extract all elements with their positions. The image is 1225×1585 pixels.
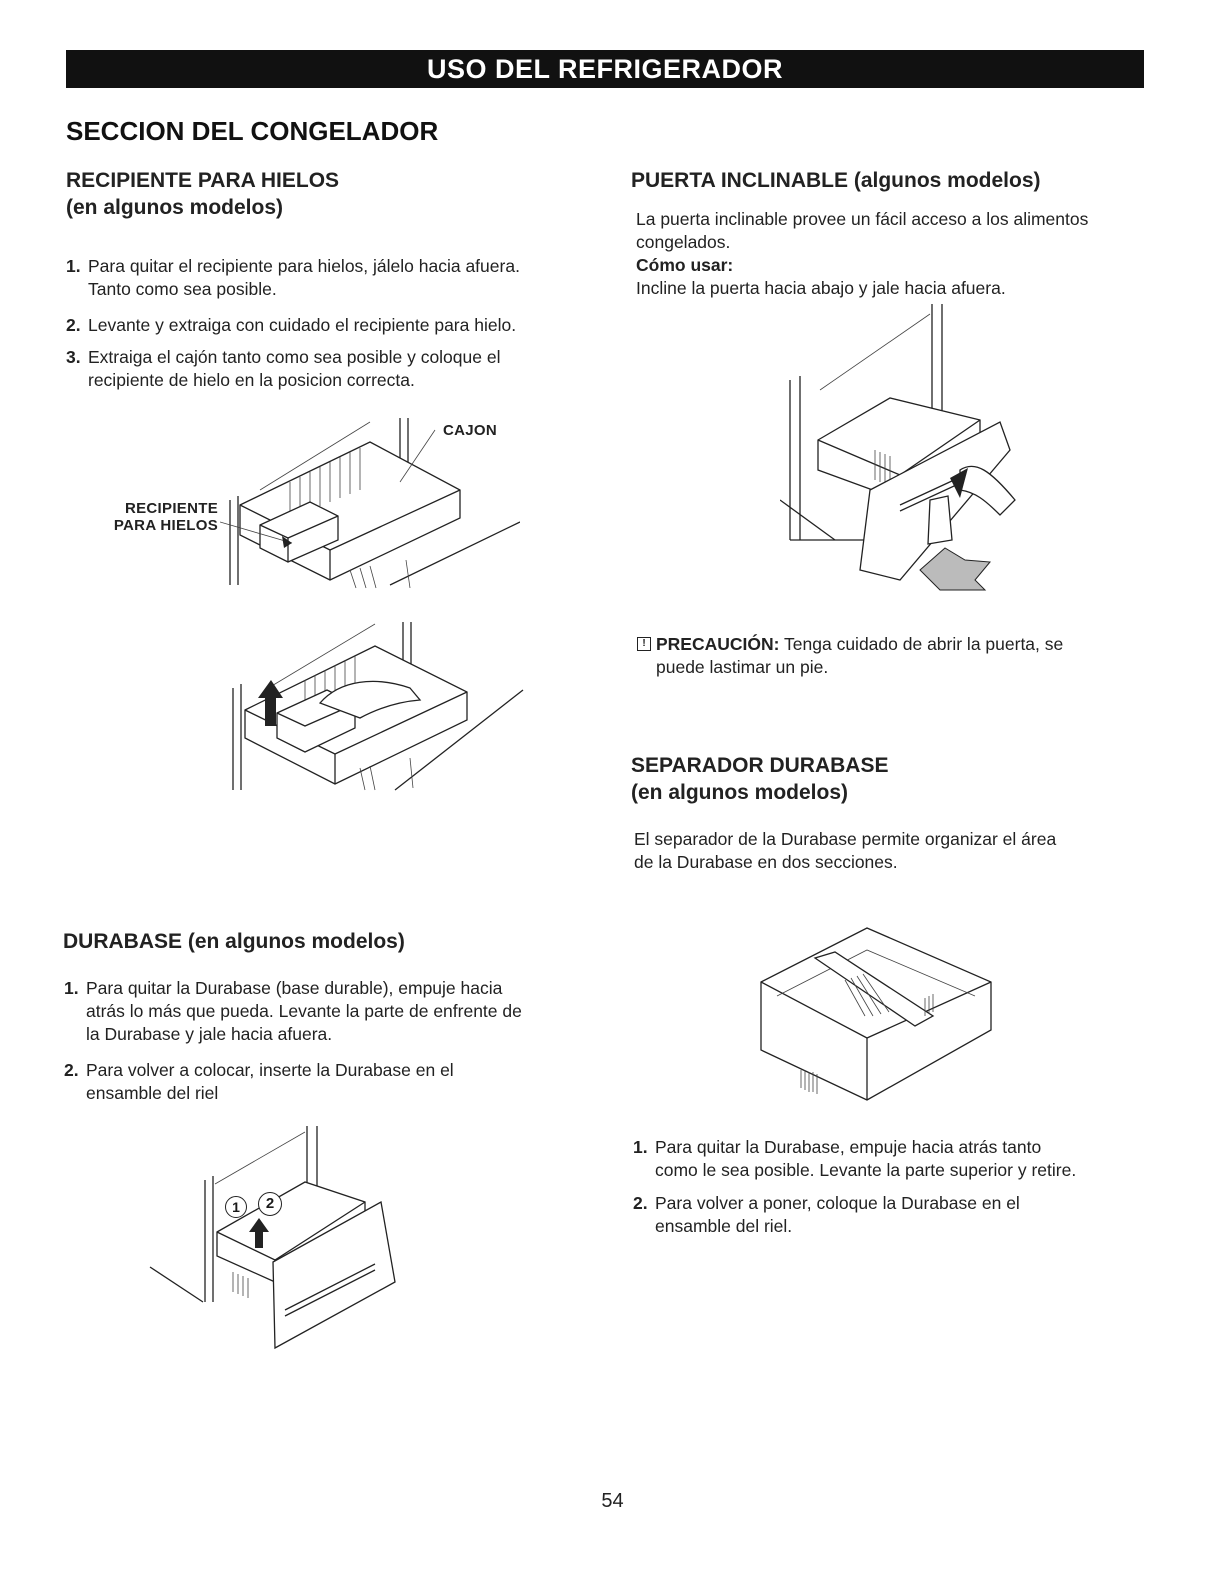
ice-bin-title-line1: RECIPIENTE PARA HIELOS bbox=[66, 169, 340, 192]
separator-desc-line1: El separador de la Durabase permite orga… bbox=[634, 829, 1057, 849]
header-banner: USO DEL REFRIGERADOR bbox=[66, 50, 1144, 88]
separator-step-2: 2. Para volver a poner, coloque la Duraba… bbox=[633, 1192, 1175, 1238]
caution-text-line1: Tenga cuidado de abrir la puerta, se bbox=[784, 634, 1064, 654]
how-to-use-text: Incline la puerta hacia abajo y jale hac… bbox=[636, 278, 1006, 298]
step-text: Extraiga el cajón tanto como sea posible… bbox=[88, 347, 501, 367]
durabase-title: DURABASE (en algunos modelos) bbox=[63, 930, 405, 953]
page-number: 54 bbox=[601, 1490, 624, 1512]
ice-bin-step-2: 2. Levante y extraiga con cuidado el reci… bbox=[66, 314, 608, 337]
caution-text-line2: puede lastimar un pie. bbox=[656, 657, 829, 677]
step-text: Tanto como sea posible. bbox=[88, 279, 277, 299]
step-text: Para volver a colocar, inserte la Duraba… bbox=[86, 1060, 454, 1080]
separator-title: SEPARADOR DURABASE (en algunos modelos) bbox=[631, 752, 888, 806]
durabase-illustration bbox=[149, 1126, 396, 1350]
step-text: Levante y extraiga con cuidado el recipi… bbox=[88, 315, 517, 335]
caution-icon: ! bbox=[637, 637, 651, 651]
separator-illustration bbox=[760, 927, 992, 1101]
marker-2: 2 bbox=[258, 1192, 282, 1216]
tilt-door-desc-line2: congelados. bbox=[636, 232, 731, 252]
ice-bin-title: RECIPIENTE PARA HIELOS (en algunos model… bbox=[66, 167, 339, 221]
step-text: recipiente de hielo en la posicion corre… bbox=[88, 370, 415, 390]
tilt-door-illustration bbox=[780, 304, 1016, 591]
step-text: ensamble del riel. bbox=[655, 1216, 793, 1236]
step-number: 3. bbox=[66, 347, 81, 367]
label-ice-bin-line1: RECIPIENTE bbox=[124, 500, 218, 517]
step-number: 1. bbox=[64, 978, 79, 998]
step-number: 1. bbox=[66, 256, 81, 276]
ice-bin-step-3: 3. Extraiga el cajón tanto como sea posib… bbox=[66, 346, 608, 392]
durabase-step-2: 2. Para volver a colocar, inserte la Dura… bbox=[64, 1059, 616, 1105]
separator-title-line1: SEPARADOR DURABASE bbox=[631, 754, 889, 777]
step-number: 2. bbox=[633, 1193, 648, 1213]
how-to-use-label: Cómo usar: bbox=[636, 255, 734, 275]
step-text: Para quitar la Durabase (base durable), … bbox=[86, 978, 503, 998]
caution-note: PRECAUCIÓN: Tenga cuidado de abrir la pu… bbox=[656, 633, 1176, 679]
step-text: Para volver a poner, coloque la Durabase… bbox=[655, 1193, 1020, 1213]
ice-bin-lift-illustration bbox=[232, 622, 524, 791]
separator-step-1: 1. Para quitar la Durabase, empuje hacia … bbox=[633, 1136, 1175, 1182]
ice-bin-drawer-illustration bbox=[220, 418, 520, 589]
section-title: SECCION DEL CONGELADOR bbox=[66, 116, 439, 146]
durabase-step-1: 1. Para quitar la Durabase (base durable)… bbox=[64, 977, 616, 1046]
caution-label: PRECAUCIÓN: bbox=[656, 634, 780, 654]
separator-description: El separador de la Durabase permite orga… bbox=[634, 828, 1174, 874]
label-ice-bin-line2: PARA HIELOS bbox=[113, 517, 218, 534]
separator-desc-line2: de la Durabase en dos secciones. bbox=[634, 852, 898, 872]
label-ice-bin: RECIPIENTE PARA HIELOS bbox=[106, 500, 218, 534]
step-text: como le sea posible. Levante la parte su… bbox=[655, 1160, 1077, 1180]
step-number: 2. bbox=[66, 315, 81, 335]
ice-bin-title-line2: (en algunos modelos) bbox=[66, 196, 284, 219]
ice-bin-step-1: 1. Para quitar el recipiente para hielos,… bbox=[66, 255, 608, 301]
step-text: ensamble del riel bbox=[86, 1083, 219, 1103]
label-drawer: CAJON bbox=[443, 422, 498, 439]
marker-1: 1 bbox=[225, 1196, 247, 1218]
separator-title-line2: (en algunos modelos) bbox=[631, 781, 849, 804]
tilt-door-title: PUERTA INCLINABLE (algunos modelos) bbox=[631, 169, 1041, 192]
step-number: 1. bbox=[633, 1137, 648, 1157]
step-text: la Durabase y jale hacia afuera. bbox=[86, 1024, 333, 1044]
tilt-door-description: La puerta inclinable provee un fácil acc… bbox=[636, 208, 1176, 300]
step-text: Para quitar la Durabase, empuje hacia at… bbox=[655, 1137, 1042, 1157]
step-text: Para quitar el recipiente para hielos, j… bbox=[88, 256, 520, 276]
step-number: 2. bbox=[64, 1060, 79, 1080]
step-text: atrás lo más que pueda. Levante la parte… bbox=[86, 1001, 522, 1021]
tilt-door-desc-line1: La puerta inclinable provee un fácil acc… bbox=[636, 209, 1089, 229]
